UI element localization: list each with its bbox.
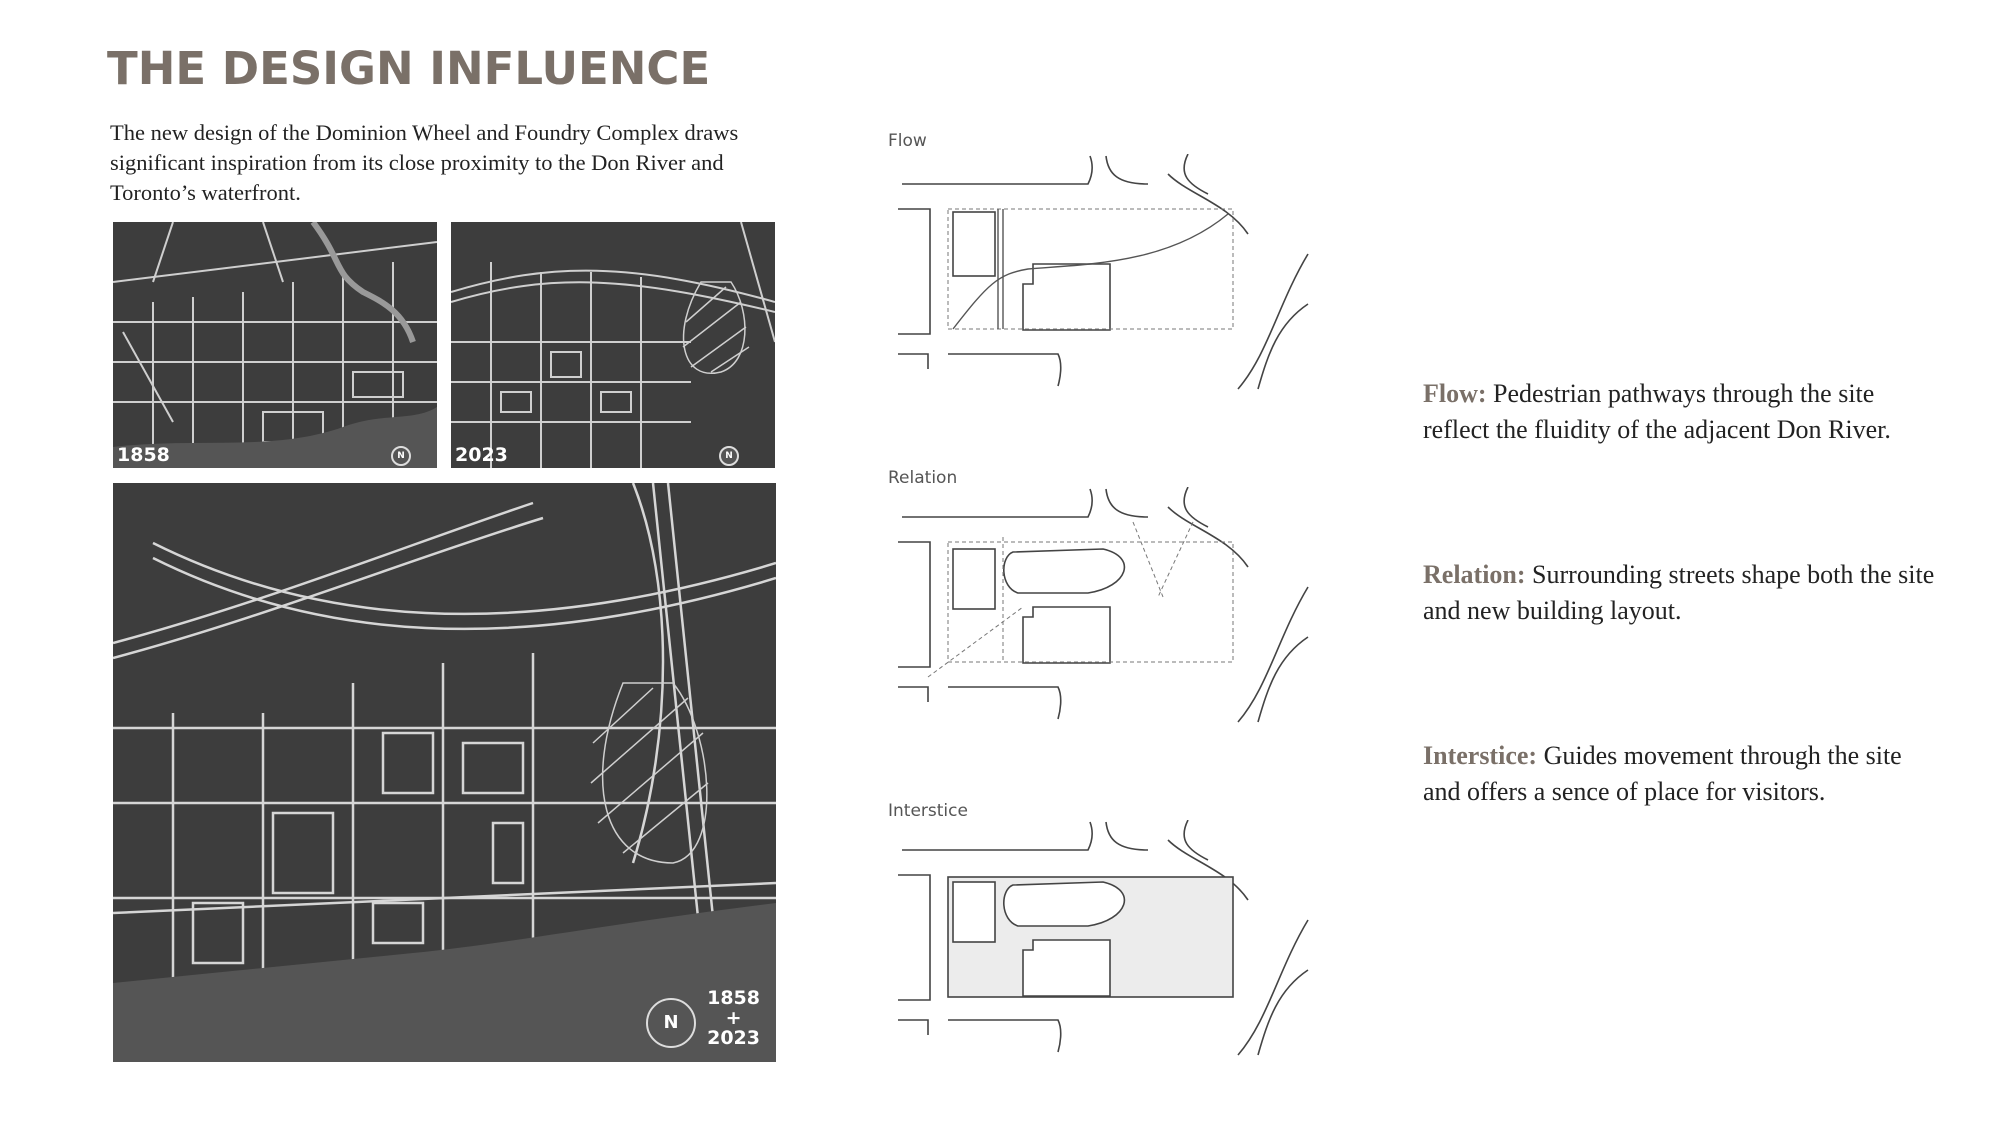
north-arrow-icon: N bbox=[646, 998, 696, 1048]
description-flow: Flow: Pedestrian pathways through the si… bbox=[1423, 376, 1943, 448]
description-term: Relation: bbox=[1423, 560, 1526, 589]
intro-paragraph: The new design of the Dominion Wheel and… bbox=[110, 120, 739, 205]
interstice-diagram bbox=[898, 820, 1309, 1056]
map-1858-drawing bbox=[113, 222, 437, 468]
description-term: Interstice: bbox=[1423, 741, 1538, 770]
diagram-label-interstice: Interstice bbox=[888, 801, 968, 821]
diagram-label-relation: Relation bbox=[888, 468, 958, 488]
map-2023: 2023 N bbox=[451, 222, 775, 468]
north-arrow-icon: N bbox=[719, 446, 739, 466]
map-1858-2023-overlay: 1858 + 2023 N bbox=[113, 483, 776, 1062]
flow-diagram bbox=[898, 154, 1309, 390]
combined-year-bottom: 2023 bbox=[707, 1027, 760, 1049]
combined-year-plus: + bbox=[725, 1007, 742, 1029]
map-year-label: 1858 bbox=[117, 444, 170, 466]
description-text: Surrounding streets shape both the site … bbox=[1423, 560, 1935, 625]
description-text: Guides movement through the site and off… bbox=[1423, 741, 1902, 806]
description-interstice: Interstice: Guides movement through the … bbox=[1423, 738, 1943, 810]
page-title: THE DESIGN INFLUENCE bbox=[107, 42, 711, 95]
combined-year-top: 1858 bbox=[707, 987, 760, 1009]
description-term: Flow: bbox=[1423, 379, 1487, 408]
north-arrow-icon: N bbox=[391, 446, 411, 466]
map-overlay-drawing bbox=[113, 483, 776, 1062]
relation-diagram bbox=[898, 487, 1309, 723]
combined-year-label: 1858 + 2023 bbox=[707, 988, 760, 1048]
map-year-label: 2023 bbox=[455, 444, 508, 466]
diagram-label-flow: Flow bbox=[888, 131, 927, 151]
description-text: Pedestrian pathways through the site ref… bbox=[1423, 379, 1891, 444]
description-relation: Relation: Surrounding streets shape both… bbox=[1423, 557, 1943, 629]
map-2023-drawing bbox=[451, 222, 775, 468]
map-1858: 1858 N bbox=[113, 222, 437, 468]
